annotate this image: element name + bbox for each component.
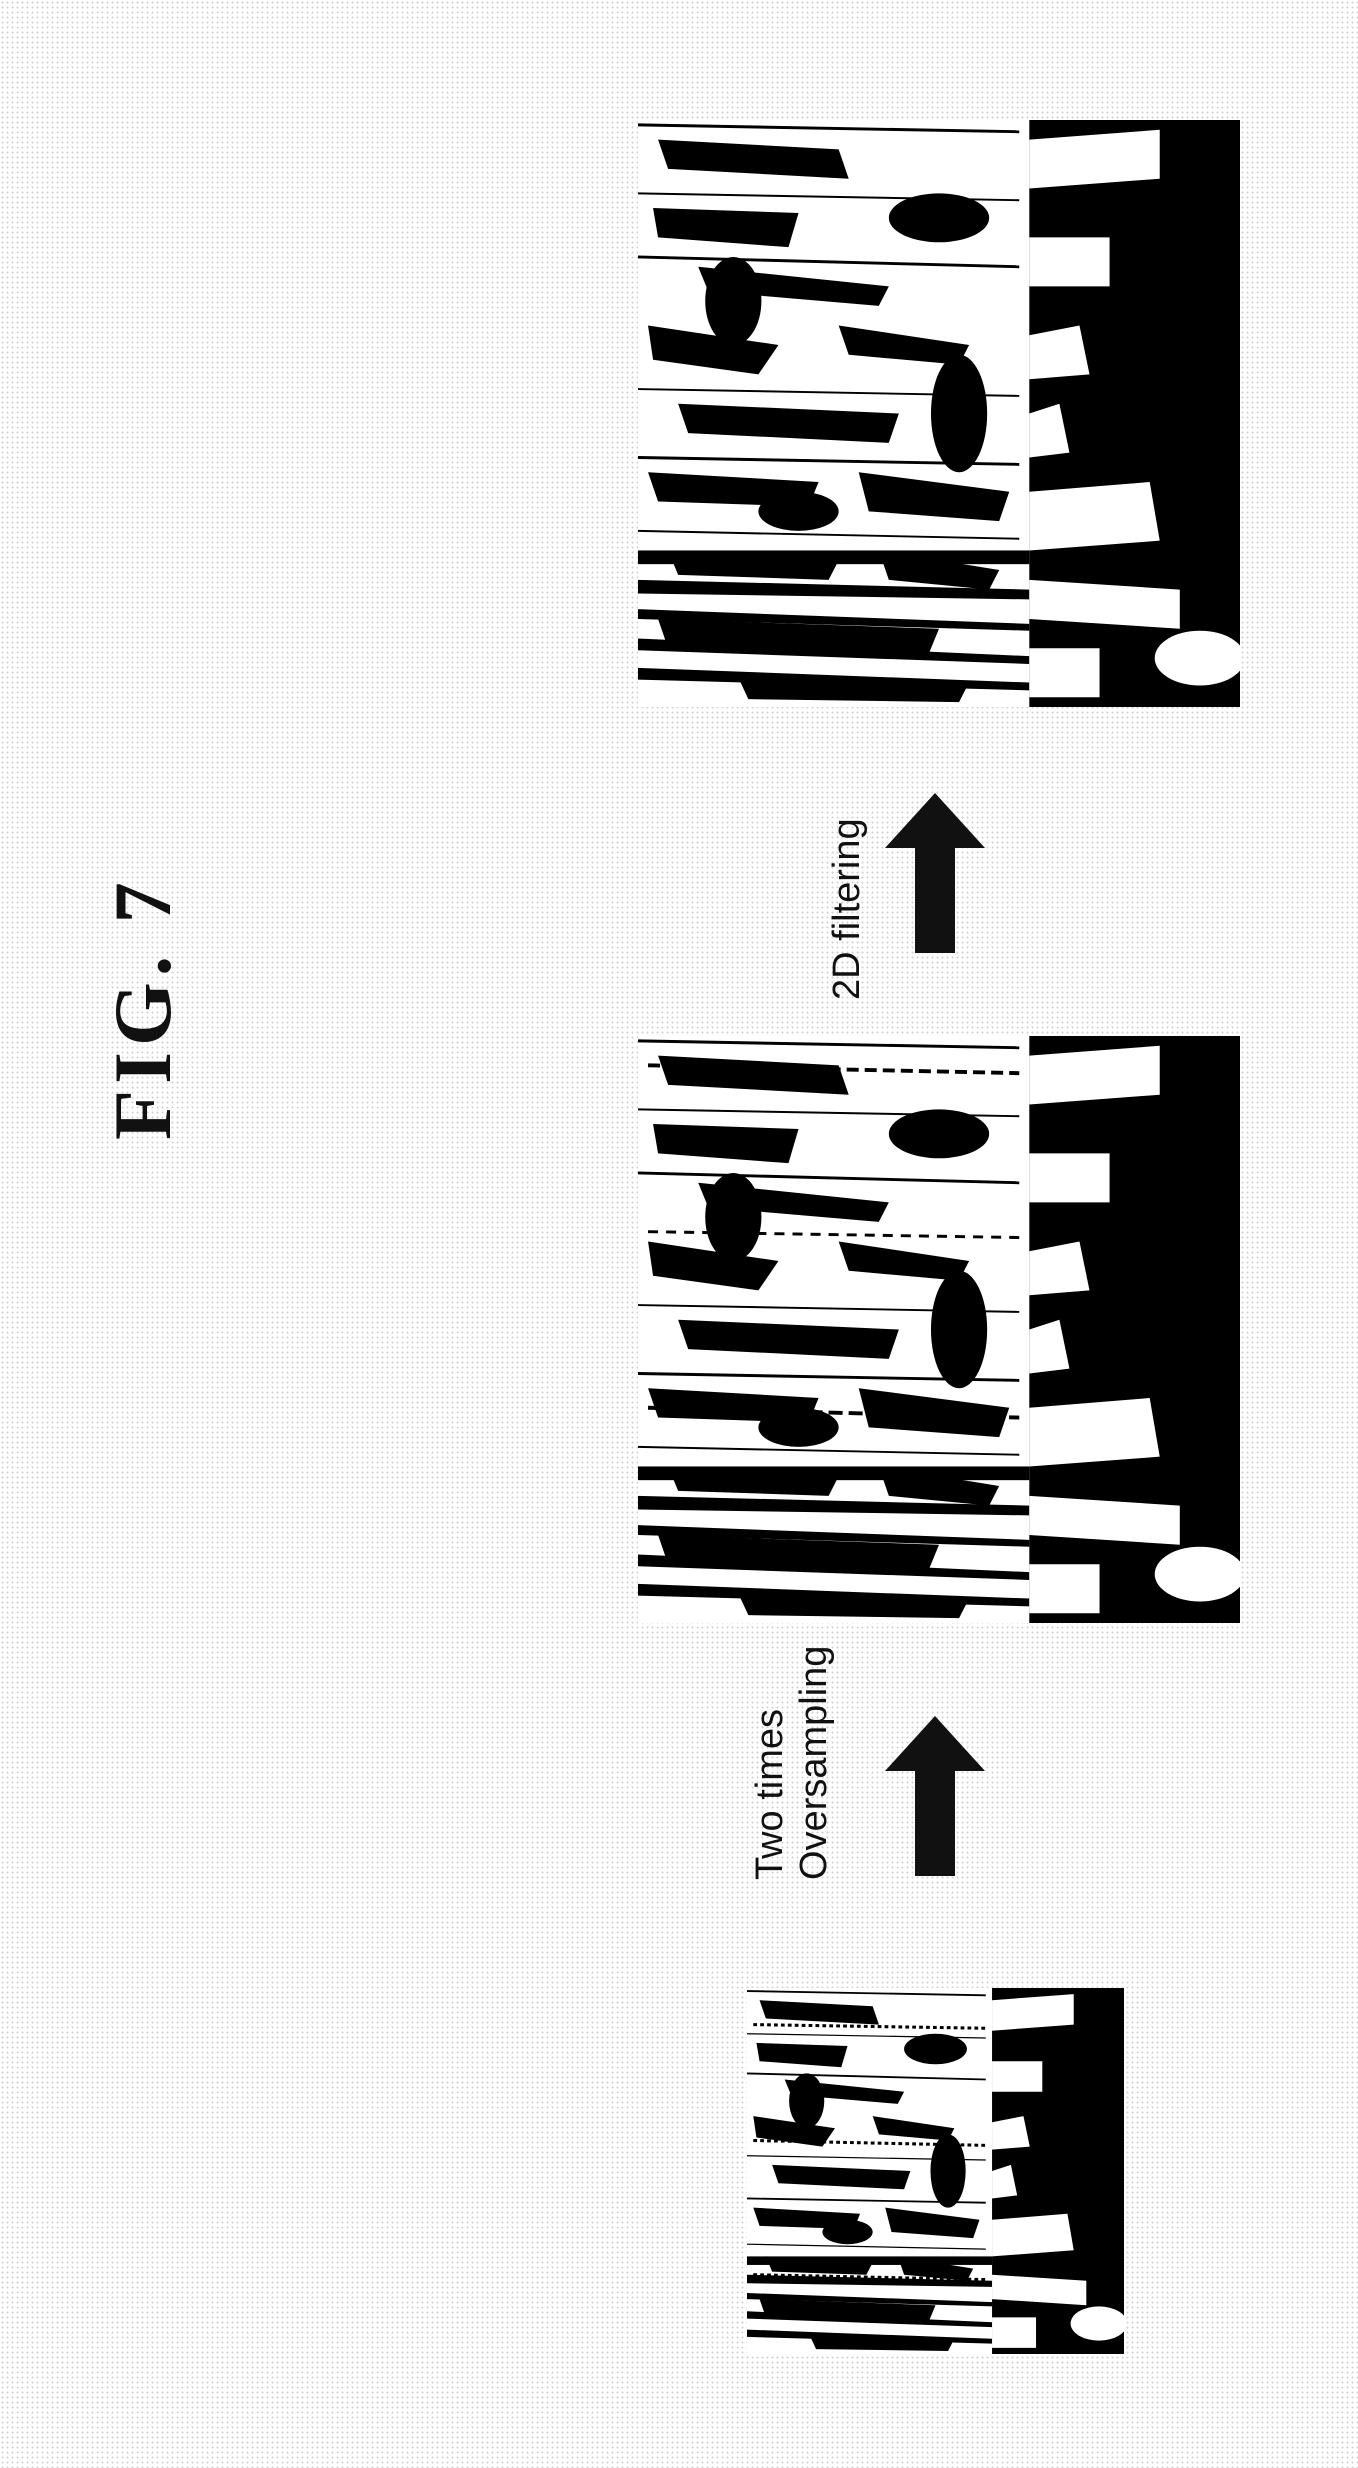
oversampled-binary-image [638, 1036, 1240, 1623]
oversampling-step-label-line1: Two times [748, 1646, 792, 1880]
filtering-step-label: 2D filtering [825, 818, 869, 1000]
original-binary-image [747, 1988, 1124, 2354]
filtered-binary-image [638, 120, 1240, 707]
arrow-up-icon [885, 793, 985, 953]
arrow-up-icon [885, 1716, 985, 1876]
figure-title: FIG. 7 [96, 876, 190, 1140]
filtering-step-label-line: 2D filtering [826, 818, 868, 1000]
oversampling-step-label: Two times Oversampling [748, 1646, 836, 1880]
oversampling-step-label-line2: Oversampling [792, 1646, 836, 1880]
